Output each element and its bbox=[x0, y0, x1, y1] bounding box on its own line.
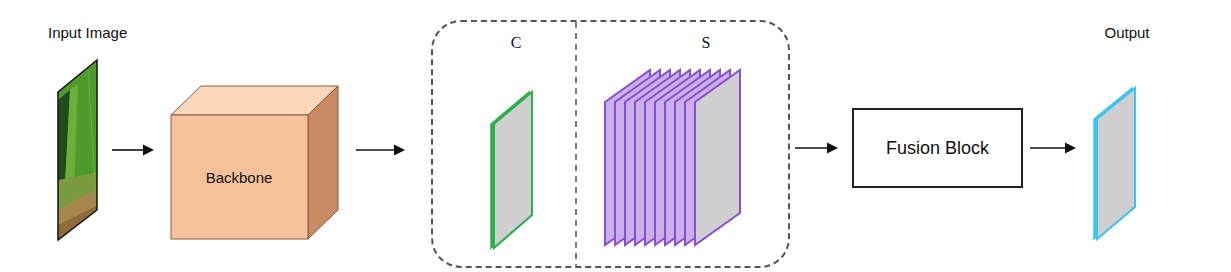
output-node: Output bbox=[1085, 20, 1165, 245]
flow-arrow bbox=[795, 143, 838, 154]
arrow-head bbox=[394, 145, 405, 156]
feature-map-stack: S bbox=[600, 30, 752, 255]
output-plane bbox=[1093, 87, 1137, 241]
flow-arrow bbox=[1030, 143, 1076, 154]
feature-group: CS bbox=[431, 20, 790, 268]
plane-face bbox=[494, 92, 532, 248]
input-image-node: Input Image bbox=[40, 20, 150, 245]
arrow-line bbox=[1030, 147, 1066, 149]
plane-face bbox=[1097, 88, 1135, 239]
feature-plane bbox=[490, 90, 536, 252]
arrow-line bbox=[795, 147, 828, 149]
backbone-cuboid bbox=[170, 85, 340, 240]
arrow-line bbox=[112, 149, 144, 151]
image-label: Input Image bbox=[48, 24, 127, 41]
plane-stack bbox=[600, 68, 752, 248]
group-divider bbox=[574, 22, 578, 266]
process-box: Fusion Block bbox=[852, 108, 1023, 188]
flow-arrow bbox=[112, 145, 154, 156]
map-label: C bbox=[511, 34, 522, 52]
arrow-line bbox=[356, 149, 395, 151]
box-label: Fusion Block bbox=[886, 138, 989, 159]
satellite-image bbox=[58, 60, 98, 241]
map-label: S bbox=[702, 34, 711, 52]
backbone-box: Backbone bbox=[170, 85, 340, 240]
feature-map-c: C bbox=[490, 30, 542, 255]
flow-arrow bbox=[356, 145, 405, 156]
arrow-head bbox=[1065, 143, 1076, 154]
image-border bbox=[58, 60, 97, 240]
arrow-head bbox=[827, 143, 838, 154]
image-content bbox=[58, 60, 98, 241]
box-label: Backbone bbox=[206, 169, 273, 186]
output-label: Output bbox=[1104, 24, 1149, 41]
stack-plane bbox=[695, 70, 740, 245]
arrow-head bbox=[143, 145, 154, 156]
